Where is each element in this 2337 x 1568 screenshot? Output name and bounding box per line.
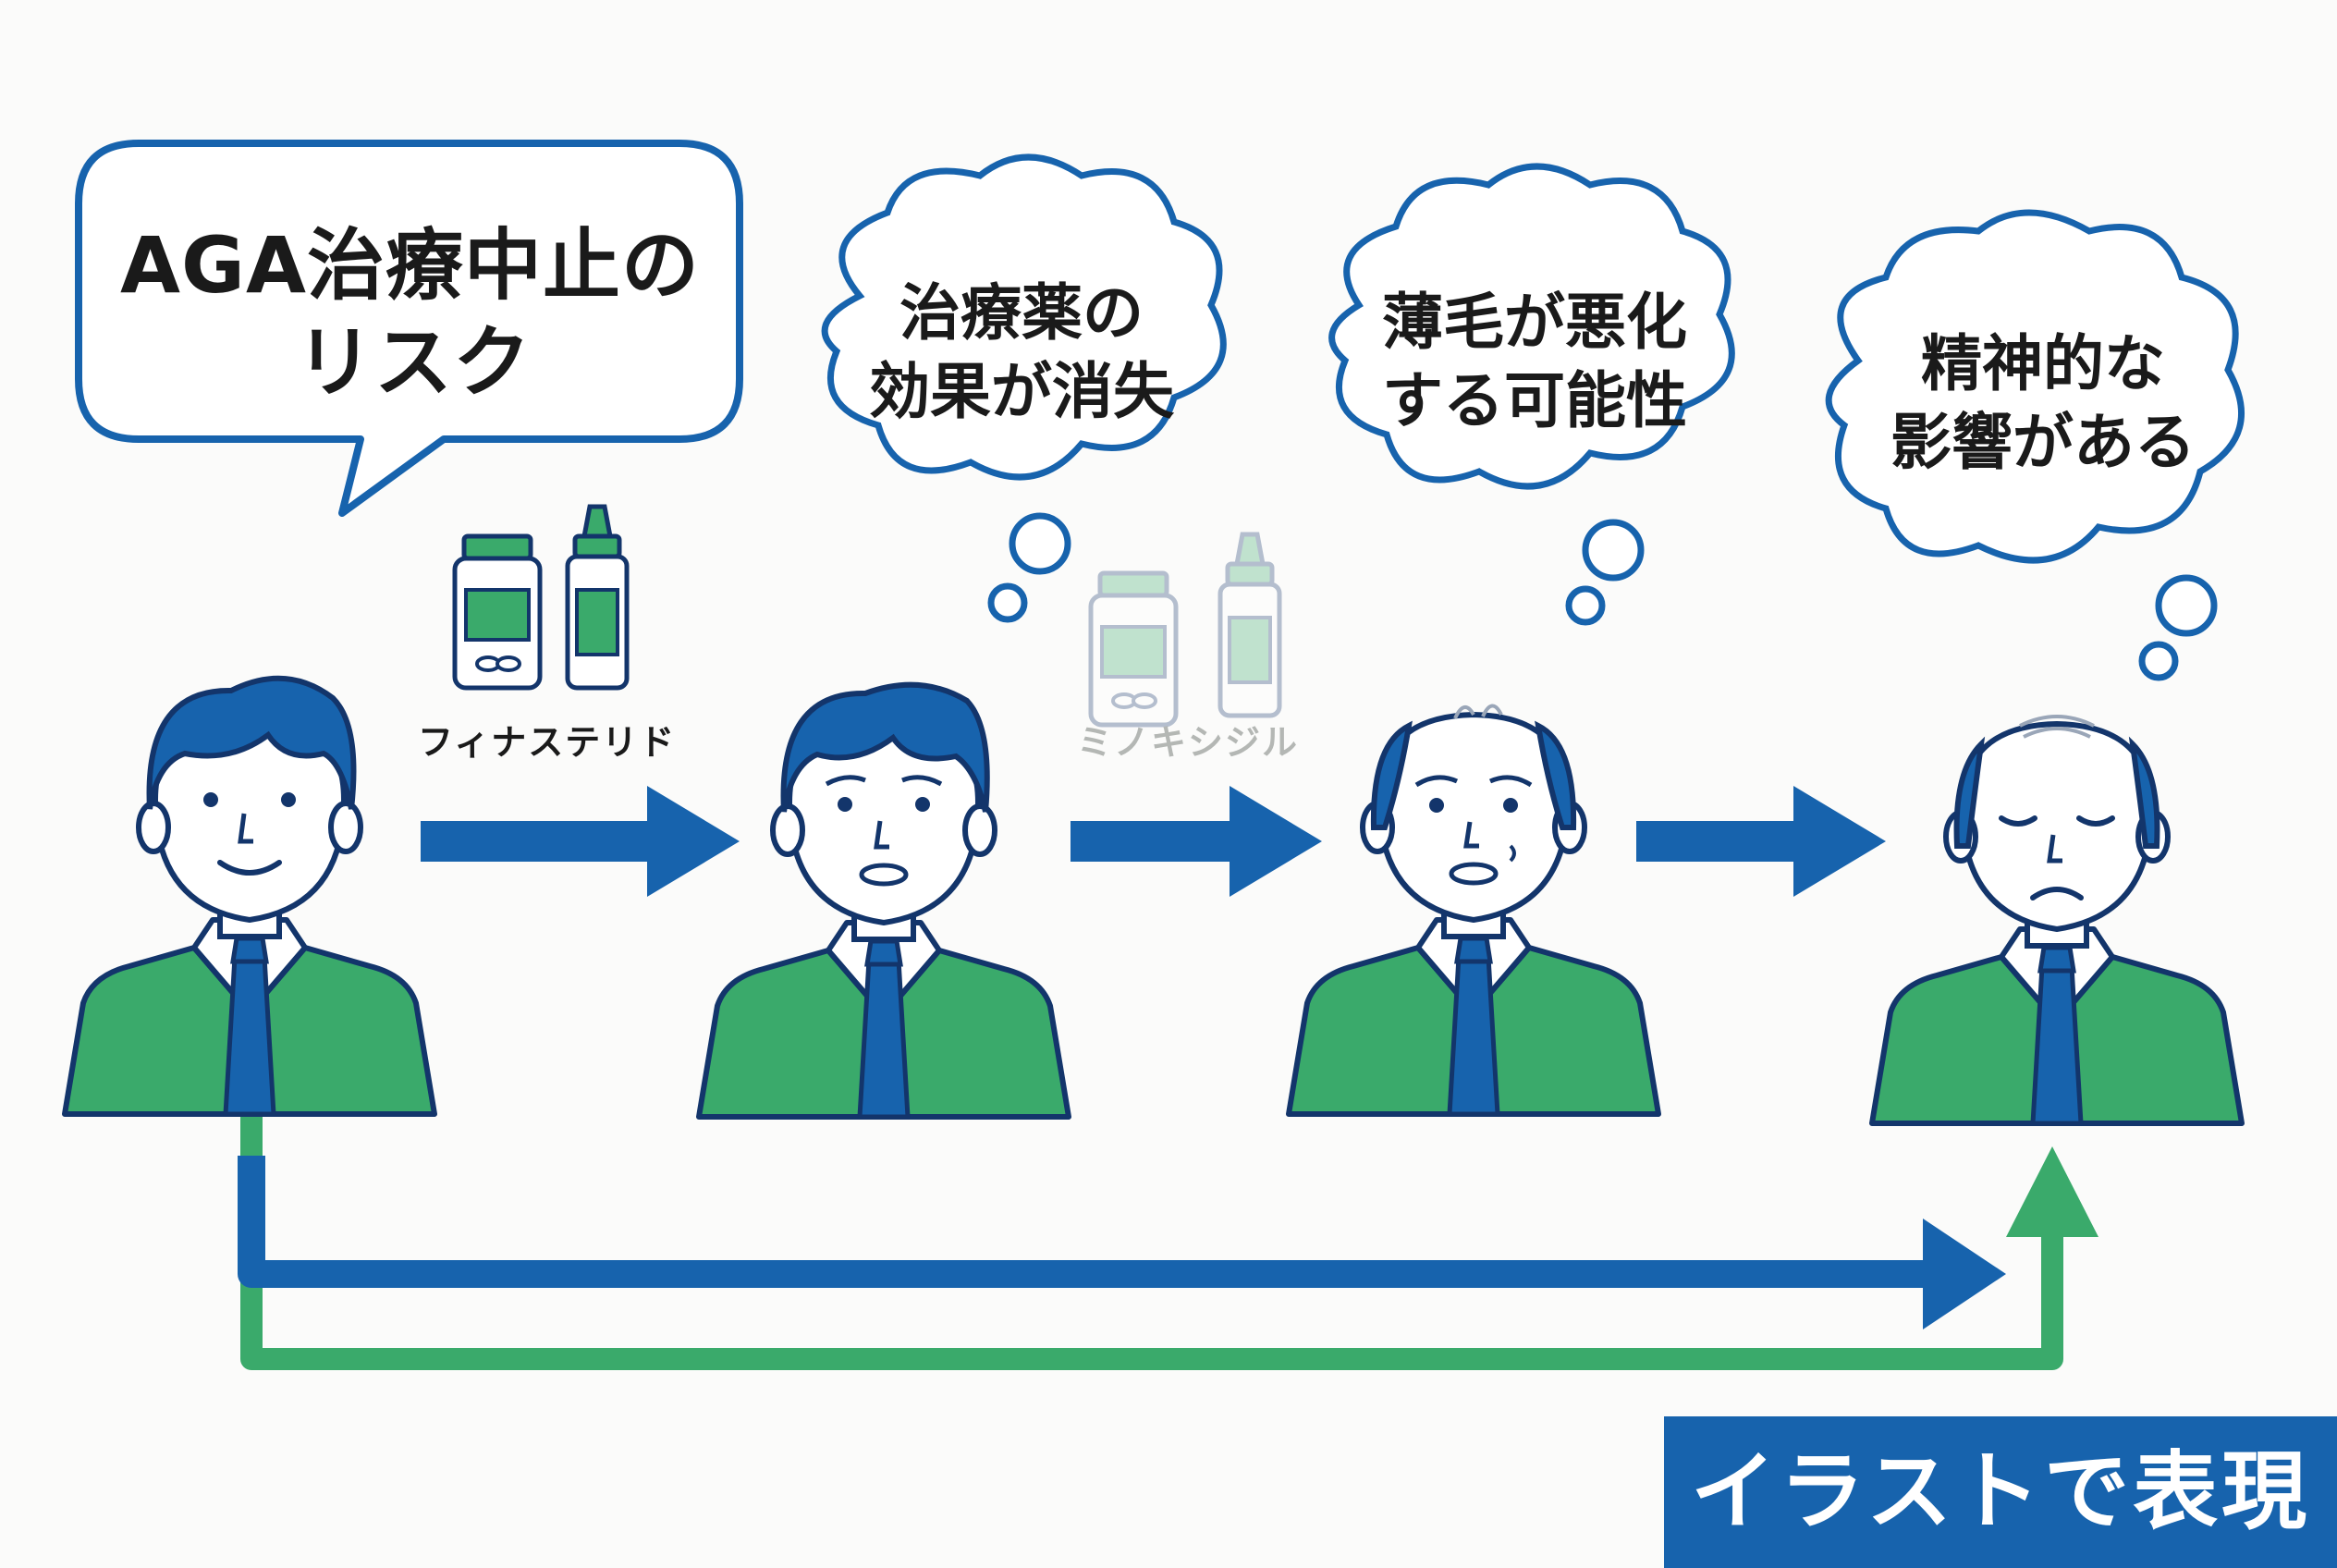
thought-1-line1: 治療薬の: [899, 277, 1144, 349]
thought-2-line1: 薄毛が悪化: [1382, 287, 1687, 358]
minoxidil-label: ミノキシジル: [1077, 722, 1300, 763]
minoxidil-dropper-icon: [1220, 534, 1279, 716]
finasteride-label: フィナステリド: [418, 722, 677, 763]
arrow-3: [1636, 786, 1886, 897]
arrow-2: [1071, 786, 1322, 897]
arrow-1: [421, 786, 740, 897]
thought-3-line2: 影響がある: [1890, 407, 2196, 478]
finasteride-dropper-icon: [568, 507, 627, 688]
person-balding: [1289, 704, 1658, 1114]
speech-bubble-line2: リスク: [296, 317, 532, 408]
caption-box: イラストで表現: [1664, 1416, 2337, 1568]
thought-3-line1: 精神的な: [1921, 328, 2165, 399]
thought-cloud-2: [1328, 163, 1735, 626]
green-arrowhead: [2006, 1146, 2098, 1237]
person-happy: [65, 675, 434, 1114]
thought-2-line2: する可能性: [1382, 365, 1687, 436]
blue-arrowhead: [1923, 1219, 2006, 1329]
minoxidil-bottle-icon: [1091, 573, 1176, 725]
caption-text: イラストで表現: [1690, 1442, 2311, 1541]
bypass-green-arrow: [240, 925, 2063, 1370]
finasteride-bottle-icon: [455, 536, 540, 688]
thought-cloud-3: [1825, 209, 2245, 681]
thought-cloud-1: [821, 153, 1227, 623]
speech-bubble-line1: AGA治療中止の: [120, 220, 700, 311]
person-sad: [1872, 715, 2242, 1123]
speech-bubble: [75, 140, 743, 517]
bypass-blue-arrow: [238, 1156, 1923, 1288]
person-worried: [699, 681, 1069, 1117]
thought-1-line2: 効果が消失: [869, 356, 1174, 427]
